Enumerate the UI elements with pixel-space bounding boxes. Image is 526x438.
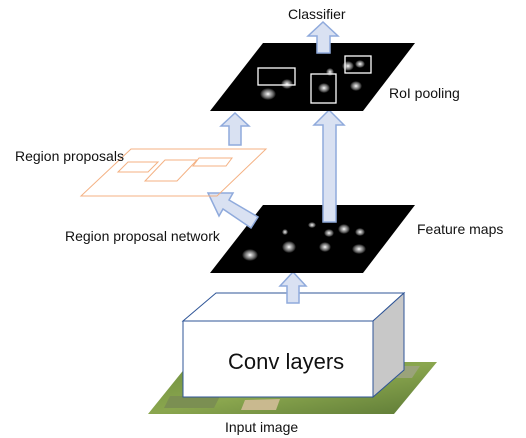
feature-maps-label: Feature maps	[417, 221, 504, 237]
region-proposals-plane	[79, 148, 268, 197]
arrow-feature-maps-to-region-proposals	[206, 192, 260, 230]
region-proposals-label: Region proposals	[15, 148, 124, 164]
region-proposal-network-label: Region proposal network	[65, 228, 220, 244]
classifier-label: Classifier	[288, 6, 346, 22]
roi-pooling-plane	[210, 43, 415, 111]
conv-layers-box	[181, 291, 406, 399]
feature-maps-plane	[210, 205, 415, 273]
input-image-label: Input image	[225, 419, 299, 435]
arrow-region-proposals-to-roi	[219, 111, 251, 146]
arrow-feature-maps-to-roi	[312, 108, 346, 223]
arrow-roi-to-classifier	[306, 20, 340, 54]
conv-layers-label: Conv layers	[228, 349, 345, 374]
arrow-conv-to-feature-maps	[278, 270, 308, 304]
roi-pooling-label: RoI pooling	[389, 85, 460, 101]
